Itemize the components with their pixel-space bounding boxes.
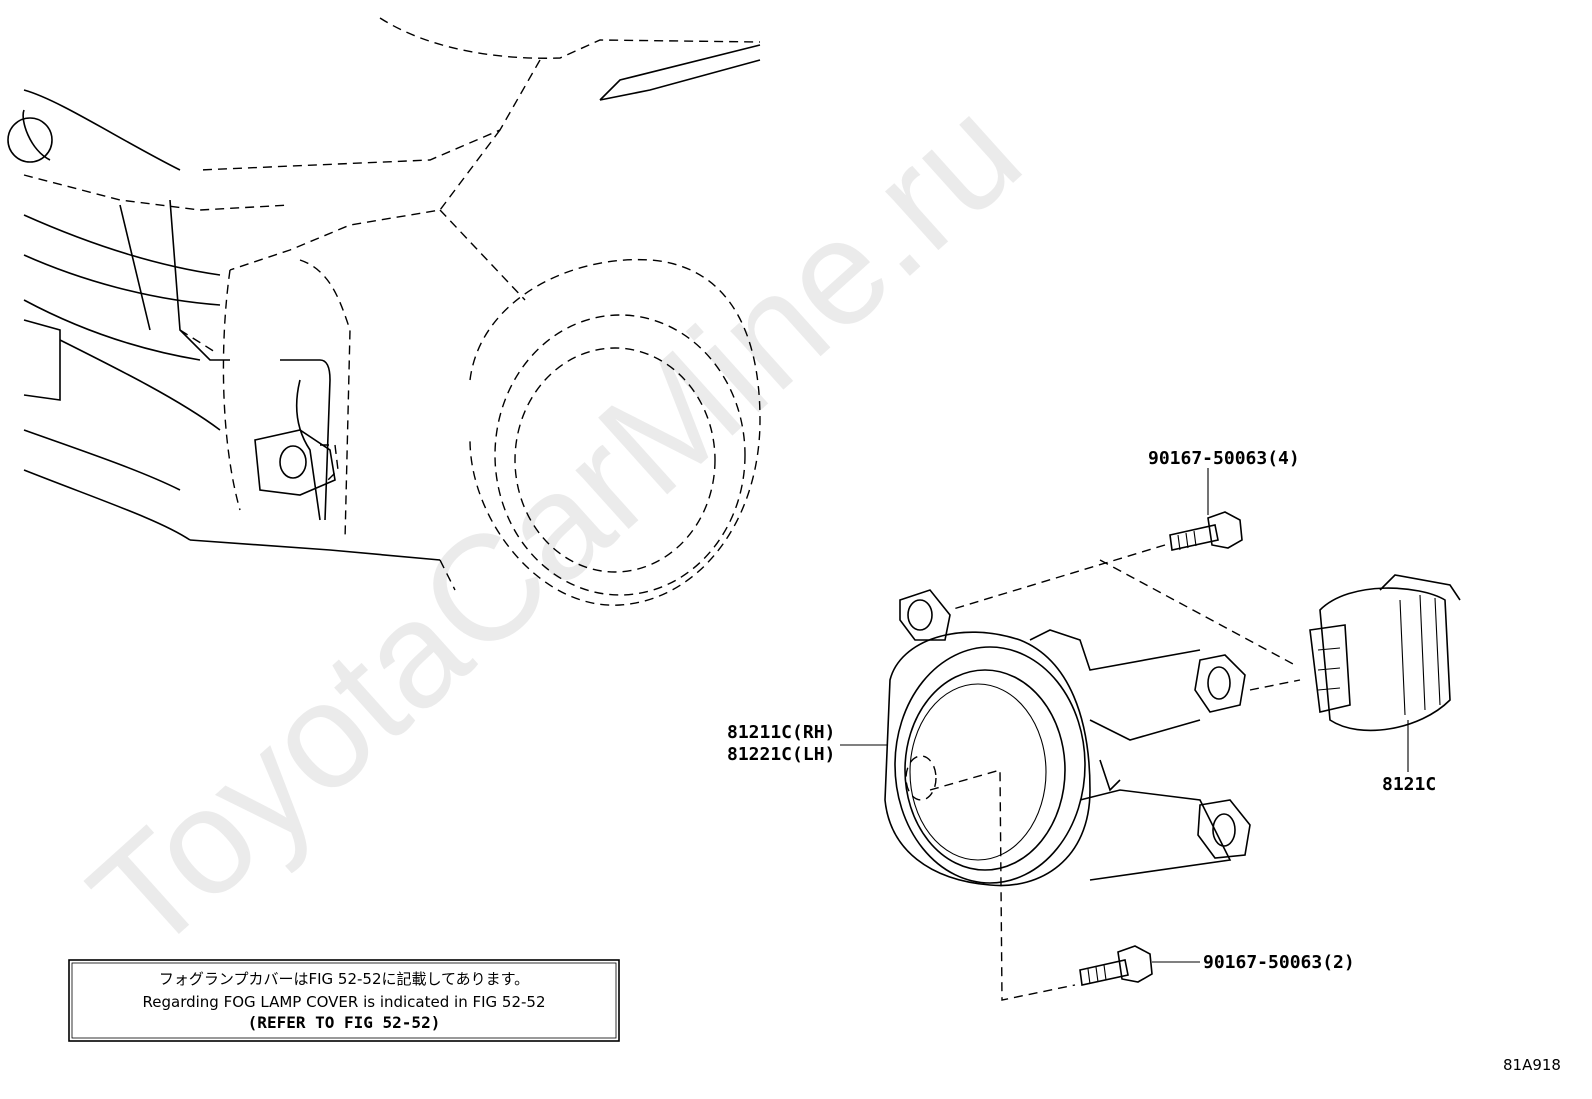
bolt-lower-illustration xyxy=(1079,945,1153,986)
figure-code: 81A918 xyxy=(1503,1056,1561,1074)
label-bulb-socket[interactable]: 8121C xyxy=(1382,774,1436,795)
note-line-english: Regarding FOG LAMP COVER is indicated in… xyxy=(143,993,546,1011)
leader-lines xyxy=(840,468,1409,1001)
vehicle-front-illustration xyxy=(7,17,761,591)
note-line-refer[interactable]: (REFER TO FIG 52-52) xyxy=(248,1013,441,1032)
bolt-upper-illustration xyxy=(1169,511,1243,551)
bulb-socket-illustration xyxy=(1309,574,1461,732)
label-bolt-lower[interactable]: 90167-50063(2) xyxy=(1203,952,1355,973)
watermark: ToyotaCarMine.ru xyxy=(59,67,1051,984)
label-bolt-upper[interactable]: 90167-50063(4) xyxy=(1148,448,1300,469)
note-box: フォグランプカバーはFIG 52-52に記載してあります。 Regarding … xyxy=(68,959,620,1042)
wheel-illustration xyxy=(469,258,761,606)
label-fog-lamp-lh[interactable]: 81221C(LH) xyxy=(727,744,835,765)
label-fog-lamp-rh[interactable]: 81211C(RH) xyxy=(727,722,835,743)
fog-lamp-assembly xyxy=(884,589,1251,887)
note-line-japanese: フォグランプカバーはFIG 52-52に記載してあります。 xyxy=(159,970,529,988)
